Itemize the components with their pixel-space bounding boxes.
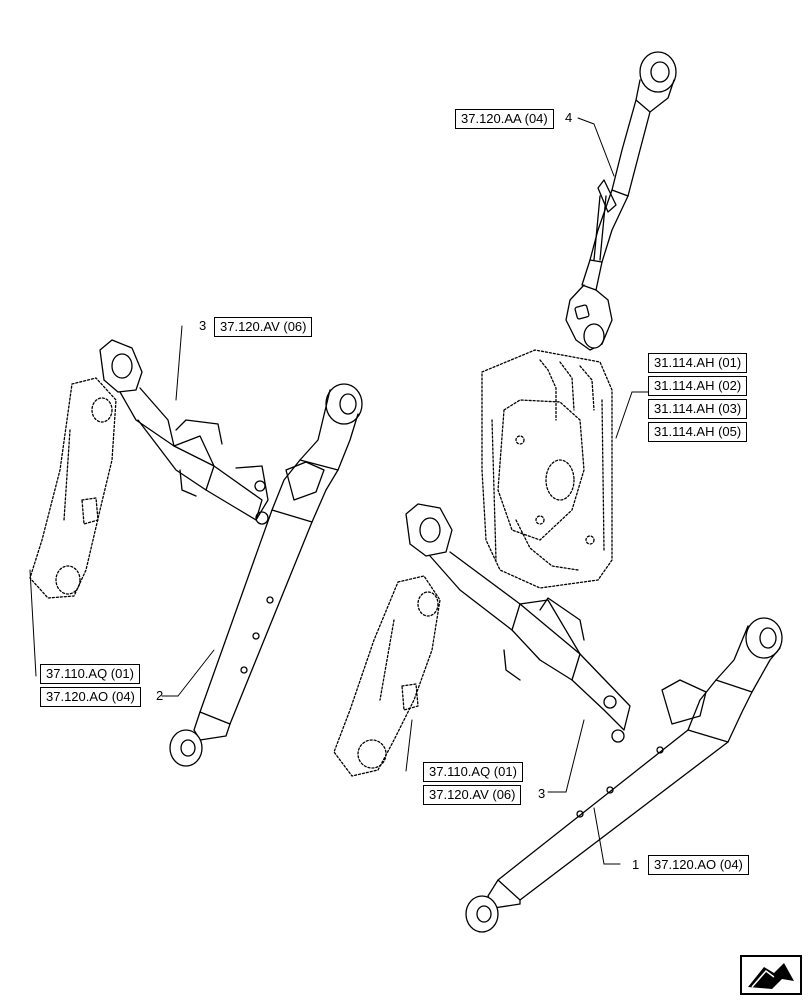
leader-lines: [29, 117, 651, 865]
right-lower-link-part: [465, 617, 783, 933]
ref-left-stabilizer[interactable]: 37.120.AV (06): [214, 317, 313, 337]
left-stabilizer-part: [99, 339, 269, 525]
ref-housing-02[interactable]: 31.114.AH (02): [648, 376, 748, 396]
ref-right-lower-link[interactable]: 37.120.AO (04): [648, 855, 749, 875]
next-page-button[interactable]: [740, 955, 802, 995]
left-lift-arm: [29, 377, 117, 599]
right-lift-arm: [333, 575, 441, 777]
ref-housing-03[interactable]: 31.114.AH (03): [648, 399, 748, 419]
callout-left-stabilizer: 3: [199, 318, 207, 333]
callout-right-stabilizer: 3: [538, 786, 546, 801]
rear-housing: [481, 349, 613, 589]
ref-housing-05[interactable]: 31.114.AH (05): [648, 422, 748, 442]
right-stabilizer-part: [405, 503, 631, 743]
ref-right-lift-arm[interactable]: 37.110.AQ (01): [423, 762, 523, 782]
top-link-part: [565, 51, 677, 351]
callout-right-lower-link: 1: [632, 857, 640, 872]
callout-top-link: 4: [565, 110, 573, 125]
ref-left-lift-arm[interactable]: 37.110.AQ (01): [40, 664, 140, 684]
arrow-next-icon: [748, 963, 794, 989]
ref-right-stabilizer[interactable]: 37.120.AV (06): [423, 785, 522, 805]
ref-top-link[interactable]: 37.120.AA (04): [455, 109, 554, 129]
ref-housing-01[interactable]: 31.114.AH (01): [648, 353, 748, 373]
callout-left-lower-link: 2: [156, 688, 164, 703]
ref-left-lower-link[interactable]: 37.120.AO (04): [40, 687, 141, 707]
left-lower-link-part: [169, 383, 363, 767]
